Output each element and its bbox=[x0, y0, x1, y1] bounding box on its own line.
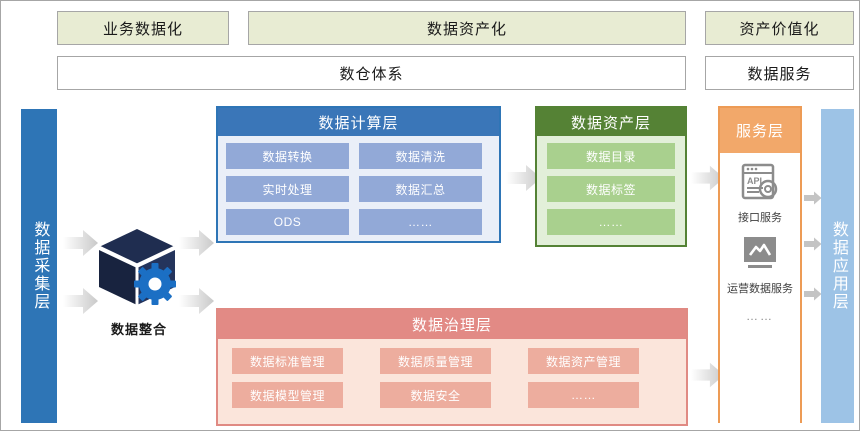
app-layer-label: 数据应用层 bbox=[829, 221, 847, 311]
arrow-service-to-app-2 bbox=[804, 237, 822, 251]
service-layer-panel: 服务层 API bbox=[718, 106, 802, 429]
value-chain-box-1: 业务数据化 bbox=[57, 11, 229, 45]
arrow-compute-to-asset bbox=[506, 164, 542, 192]
governance-layer-panel: 数据治理层 数据标准管理 数据质量管理 数据资产管理 数据模型管理 数据安全 …… bbox=[216, 308, 688, 426]
value-chain-box-3: 资产价值化 bbox=[705, 11, 854, 45]
governance-cell-2: 数据质量管理 bbox=[380, 348, 491, 374]
service-layer-title: 服务层 bbox=[720, 108, 800, 153]
asset-cell-2: 数据标签 bbox=[547, 176, 675, 202]
asset-cell-1: 数据目录 bbox=[547, 143, 675, 169]
arrow-service-to-app-1 bbox=[804, 191, 822, 205]
collect-layer-label: 数据采集层 bbox=[31, 221, 49, 311]
service-more-label: …… bbox=[746, 308, 774, 323]
svg-text:API: API bbox=[747, 176, 762, 186]
governance-cell-4: 数据模型管理 bbox=[232, 382, 343, 408]
subsystem-label-dataservice: 数据服务 bbox=[747, 65, 812, 83]
compute-layer-title: 数据计算层 bbox=[218, 108, 499, 136]
service-item-ops: 运营数据服务 bbox=[727, 234, 793, 297]
value-chain-label-2: 数据资产化 bbox=[426, 20, 507, 38]
api-window-gear-icon: API bbox=[739, 161, 781, 208]
cube-gear-icon bbox=[97, 227, 181, 307]
compute-cell-6: …… bbox=[359, 209, 482, 235]
arrow-integration-to-governance bbox=[179, 287, 215, 315]
arrow-governance-to-service bbox=[691, 361, 725, 389]
value-chain-label-3: 资产价值化 bbox=[739, 20, 820, 38]
asset-layer-title: 数据资产层 bbox=[537, 108, 685, 136]
collect-layer-bar: 数据采集层 bbox=[21, 109, 57, 423]
arrow-collect-to-integration-top bbox=[63, 229, 99, 257]
service-item-ops-label: 运营数据服务 bbox=[727, 282, 793, 295]
arrow-service-to-app-3 bbox=[804, 287, 822, 301]
compute-cell-5: ODS bbox=[226, 209, 349, 235]
asset-layer-panel: 数据资产层 数据目录 数据标签 …… bbox=[535, 106, 687, 247]
service-item-api: API 接口服务 bbox=[738, 161, 782, 226]
governance-cell-3: 数据资产管理 bbox=[528, 348, 639, 374]
integration-label: 数据整合 bbox=[110, 322, 167, 337]
compute-cell-1: 数据转换 bbox=[226, 143, 349, 169]
governance-layer-title: 数据治理层 bbox=[218, 310, 686, 339]
compute-cell-2: 数据清洗 bbox=[359, 143, 482, 169]
subsystem-box-dataservice: 数据服务 bbox=[705, 56, 854, 90]
asset-cell-3: …… bbox=[547, 209, 675, 235]
arrow-collect-to-integration-bottom bbox=[63, 287, 99, 315]
subsystem-label-warehouse: 数仓体系 bbox=[339, 65, 404, 83]
governance-cell-1: 数据标准管理 bbox=[232, 348, 343, 374]
governance-cell-5: 数据安全 bbox=[380, 382, 491, 408]
value-chain-label-1: 业务数据化 bbox=[102, 20, 183, 38]
governance-cell-6: …… bbox=[528, 382, 639, 408]
arrow-asset-to-service bbox=[691, 164, 725, 192]
value-chain-box-2: 数据资产化 bbox=[248, 11, 686, 45]
compute-cell-3: 实时处理 bbox=[226, 176, 349, 202]
arrow-integration-to-compute bbox=[179, 229, 215, 257]
compute-cell-4: 数据汇总 bbox=[359, 176, 482, 202]
monitor-chart-icon bbox=[739, 234, 781, 279]
service-item-api-label: 接口服务 bbox=[738, 212, 782, 224]
subsystem-box-warehouse: 数仓体系 bbox=[57, 56, 686, 90]
compute-layer-panel: 数据计算层 数据转换 数据清洗 实时处理 数据汇总 ODS …… bbox=[216, 106, 501, 243]
app-layer-bar: 数据应用层 bbox=[821, 109, 854, 423]
